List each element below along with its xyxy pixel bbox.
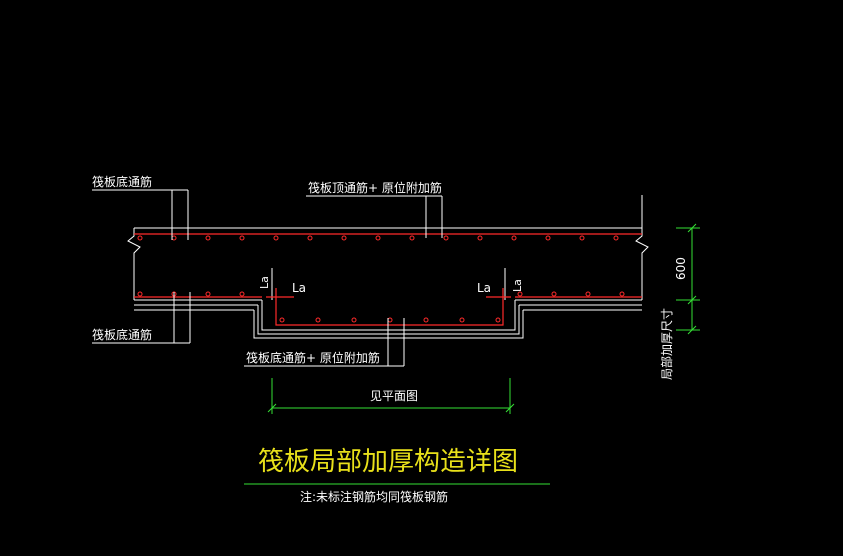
rebar-section: [279, 317, 285, 323]
rebar-section: [273, 235, 279, 241]
rebar-section: [239, 291, 245, 297]
label-la-3: La: [477, 281, 491, 295]
rebar-section: [409, 235, 415, 241]
rebar-section: [171, 235, 177, 241]
rebar-section: [585, 291, 591, 297]
rebar-section: [613, 235, 619, 241]
label-raft-bottom-top: 筏板底通筋: [92, 174, 152, 189]
label-la-2: La: [292, 281, 306, 295]
label-see-plan: 见平面图: [370, 389, 418, 403]
rebar-section: [423, 317, 429, 323]
rebar-section: [517, 291, 523, 297]
rebar-section: [239, 235, 245, 241]
rebar-section: [307, 235, 313, 241]
rebar-dots: [137, 235, 625, 323]
slab-outline: [127, 195, 649, 339]
rebar-section: [341, 235, 347, 241]
rebar-section: [545, 235, 551, 241]
label-raft-bottom-plus: 筏板底通筋+ 原位附加筋: [246, 350, 380, 365]
rebar-section: [619, 291, 625, 297]
rebar-section: [477, 235, 483, 241]
rebar-section: [205, 235, 211, 241]
rebar-section: [387, 317, 393, 323]
rebar-section: [205, 291, 211, 297]
rebar-section: [137, 291, 143, 297]
label-raft-top-plus: 筏板顶通筋+ 原位附加筋: [308, 180, 442, 195]
rebar-section: [511, 235, 517, 241]
rebar-section: [579, 235, 585, 241]
rebar-section: [375, 235, 381, 241]
label-raft-bottom-bottom: 筏板底通筋: [92, 327, 152, 342]
rebar-section: [495, 317, 501, 323]
rebar-section: [551, 291, 557, 297]
rebar-section: [315, 317, 321, 323]
rebar-lines: [134, 233, 642, 326]
dimension-lines: [244, 223, 700, 485]
dim-600: 600: [674, 257, 688, 280]
rebar-section: [351, 317, 357, 323]
rebar-section: [443, 235, 449, 241]
rebar-section: [137, 235, 143, 241]
rebar-section: [459, 317, 465, 323]
leader-lines: [92, 189, 506, 367]
drawing-note: 注:未标注钢筋均同筏板钢筋: [300, 489, 448, 504]
label-la-1: La: [258, 276, 271, 289]
label-la-4: La: [511, 279, 524, 292]
drawing-title: 筏板局部加厚构造详图: [258, 447, 518, 477]
label-local-thickening: 局部加厚尺寸: [659, 308, 674, 380]
